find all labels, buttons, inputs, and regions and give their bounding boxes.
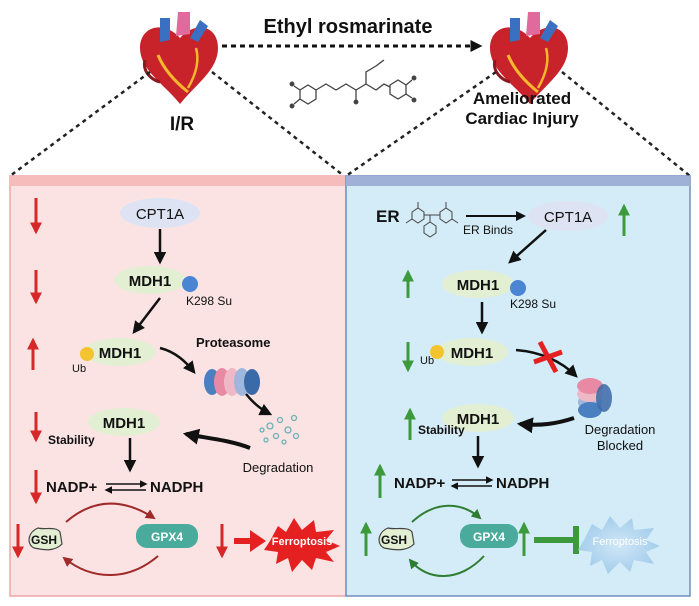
arrow-mdh1-to-ub-left: [132, 297, 161, 334]
stability-label-left: Stability: [48, 433, 95, 447]
mdh1-label-1-right: MDH1: [457, 277, 500, 294]
heart-icon-right: [490, 12, 568, 104]
degradation-fragments-icon: [259, 414, 300, 445]
cpt1a-label-right: CPT1A: [544, 209, 592, 226]
arrow-degradation-to-stability: [182, 428, 251, 450]
right-condition-label-line1: Ameliorated: [473, 89, 571, 108]
gpx4-node-right: [460, 524, 518, 548]
cpt1a-label-left: CPT1A: [136, 206, 184, 223]
mdh1-node-2-right: [436, 338, 508, 366]
stability-label-right: Stability: [418, 423, 465, 437]
degradation-label-right-line1: Degradation: [585, 422, 656, 437]
er-binds-label: ER Binds: [463, 223, 513, 237]
inhibit-bar-ferroptosis: [534, 526, 579, 554]
mdh1-node-3-right: [442, 404, 514, 432]
promote-arrow-ferroptosis: [234, 530, 266, 552]
block-cross-icon: [533, 340, 563, 374]
right-panel-header-band: [346, 176, 690, 186]
nadp-label-left: NADP+: [46, 479, 98, 496]
nadph-label-left: NADPH: [150, 479, 203, 496]
gpx4-label-left: GPX4: [151, 530, 183, 544]
mdh1-label-2-left: MDH1: [99, 345, 142, 362]
ub-label-right: Ub: [420, 355, 434, 367]
chemical-structure-icon: [289, 59, 417, 109]
zoom-lines: [9, 70, 691, 178]
er-molecule-icon: [405, 202, 459, 238]
mdh1-node-1-right: [442, 270, 514, 298]
arrow-blocked-to-stability: [516, 416, 575, 434]
arrow-to-proteasome: [159, 346, 196, 374]
nadph-label-right: NADPH: [496, 475, 549, 492]
heart-icon-left: [140, 12, 218, 104]
nadp-label-right: NADP+: [394, 475, 446, 492]
cycle-arrow-gsh-to-gpx4-right: [411, 504, 482, 523]
er-label: ER: [376, 207, 400, 226]
k298-label-left: K298 Su: [186, 294, 232, 308]
succinylation-dot-right: [510, 280, 526, 296]
compound-title: Ethyl rosmarinate: [264, 16, 433, 38]
succinylation-dot-left: [182, 276, 198, 292]
right-condition-label-line2: Cardiac Injury: [465, 109, 579, 128]
ferroptosis-burst-right: [578, 516, 660, 574]
proteasome-icon-left: [204, 368, 260, 396]
ferroptosis-burst-left: [264, 518, 340, 572]
mdh1-label-2-right: MDH1: [451, 345, 494, 362]
ub-dot-right: [430, 345, 444, 359]
mdh1-node-3-left: [88, 408, 160, 436]
proteasome-icon-right: [577, 378, 612, 418]
mdh1-label-3-right: MDH1: [457, 411, 500, 428]
degradation-label-right-line2: Blocked: [597, 438, 643, 453]
gsh-label-right: GSH: [381, 533, 407, 547]
left-condition-label: I/R: [170, 114, 195, 135]
cpt1a-node-right: [528, 201, 608, 231]
cycle-arrow-gpx4-to-gsh-left: [62, 555, 159, 576]
mdh1-node-1-left: [114, 266, 186, 294]
gpx4-label-right: GPX4: [473, 530, 505, 544]
ferroptosis-label-left: Ferroptosis: [272, 536, 333, 548]
gsh-node-right: [378, 527, 415, 551]
k298-label-right: K298 Su: [510, 297, 556, 311]
degradation-label-left: Degradation: [243, 460, 314, 475]
ferroptosis-label-right: Ferroptosis: [592, 536, 648, 548]
proteasome-label: Proteasome: [196, 335, 270, 350]
cpt1a-node-left: [120, 198, 200, 228]
cycle-arrow-gsh-to-gpx4-left: [65, 502, 156, 523]
arrow-proteasome-to-fragments: [245, 393, 273, 416]
cycle-arrow-gpx4-to-gsh-right: [408, 555, 485, 577]
gsh-node-left: [28, 527, 63, 551]
mdh1-label-1-left: MDH1: [129, 273, 172, 290]
gsh-label-left: GSH: [31, 533, 57, 547]
mdh1-node-2-left: [84, 338, 156, 366]
mdh1-label-3-left: MDH1: [103, 415, 146, 432]
ub-label-left: Ub: [72, 363, 86, 375]
arrow-cpt1a-to-mdh1-right: [508, 229, 547, 264]
ub-dot-left: [80, 347, 94, 361]
gpx4-node-left: [136, 524, 198, 548]
left-panel-header-band: [10, 176, 346, 186]
